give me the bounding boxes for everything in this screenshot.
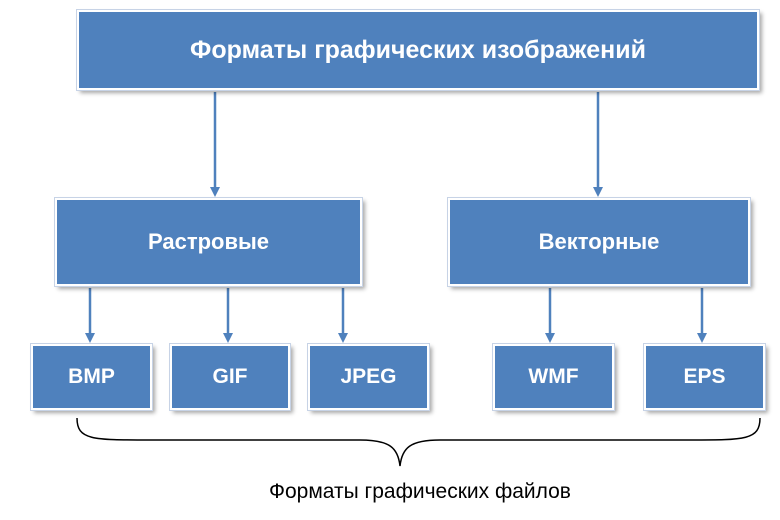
file-formats-caption: Форматы графических файлов [269,480,571,503]
format-box-bmp: BMP [30,343,153,411]
format-label-jpeg: JPEG [340,365,397,388]
format-box-jpeg: JPEG [307,343,430,411]
format-box-eps: EPS [643,343,766,411]
root-format-label: Форматы графических изображений [190,35,646,64]
format-box-wmf: WMF [492,343,615,411]
format-label-gif: GIF [212,365,248,388]
format-label-wmf: WMF [528,365,579,388]
format-box-gif: GIF [169,343,291,411]
raster-category-box: Растровые [54,197,363,287]
curly-brace [76,417,761,467]
format-label-bmp: BMP [68,365,115,388]
vector-category-label: Векторные [538,229,660,254]
root-format-box: Форматы графических изображений [76,9,760,91]
raster-category-label: Растровые [147,229,270,254]
vector-category-box: Векторные [447,197,751,287]
format-label-eps: EPS [683,365,726,388]
